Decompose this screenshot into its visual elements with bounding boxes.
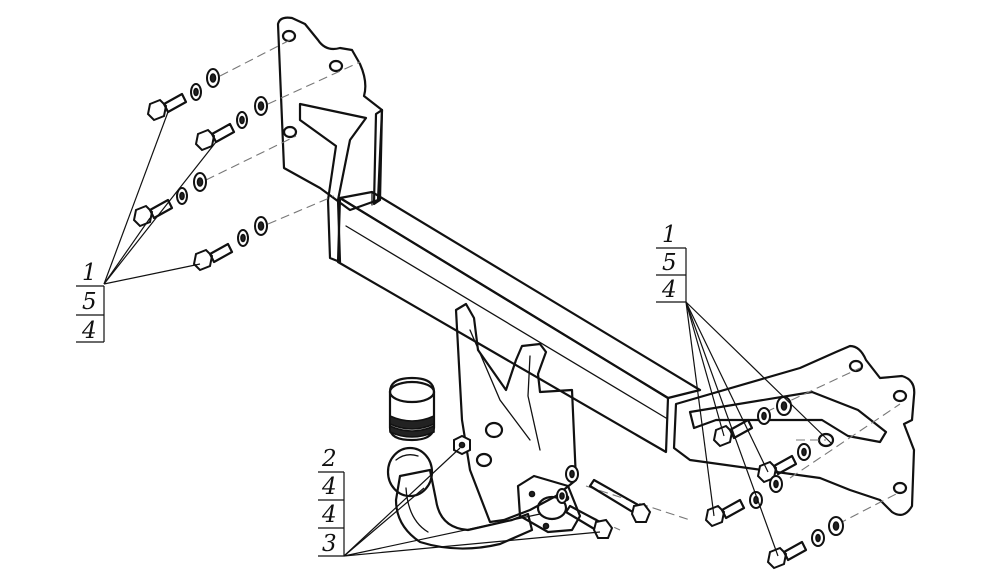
- washer: [797, 443, 811, 461]
- washer: [811, 529, 825, 547]
- ball-mount-bracket: [454, 302, 578, 524]
- assembly-axis-lines: [205, 39, 901, 531]
- washer: [193, 172, 207, 192]
- washer: [237, 229, 249, 247]
- callout-ball-item-2: 4: [321, 474, 337, 500]
- callout-left-item-1: 1: [82, 260, 97, 286]
- bolt: [194, 122, 236, 152]
- bolt: [712, 418, 754, 448]
- callout-left-item-2: 5: [82, 289, 97, 315]
- callout-right-item-3: 4: [661, 277, 677, 303]
- tow-ball: [386, 446, 434, 498]
- bolt: [564, 504, 614, 539]
- bolt: [704, 498, 746, 528]
- bolt: [146, 92, 188, 122]
- left-mounting-bracket: [276, 16, 384, 264]
- callout-ball-item-4: 3: [322, 531, 337, 557]
- callout-right: 1 5 4: [656, 222, 833, 557]
- callout-left-item-3: 4: [81, 318, 97, 344]
- washer: [236, 111, 248, 129]
- bolt: [766, 540, 808, 570]
- callout-ball-item-3: 4: [321, 502, 337, 528]
- callout-right-item-2: 5: [662, 250, 677, 276]
- cross-beam: [336, 190, 702, 454]
- callout-ball: 2 4 4 3: [318, 446, 601, 557]
- washer: [757, 407, 771, 425]
- washer: [556, 488, 568, 504]
- washer: [190, 83, 202, 101]
- callout-right-item-1: 1: [662, 222, 677, 248]
- right-mounting-bracket: [672, 344, 916, 517]
- bolt: [192, 242, 234, 272]
- tow-ball-neck: [394, 468, 534, 550]
- callout-left: 1 5 4: [76, 111, 217, 344]
- washer: [828, 516, 844, 536]
- washer: [776, 396, 792, 416]
- flange-plate: [516, 474, 582, 534]
- callout-ball-item-1: 2: [321, 446, 337, 472]
- washer: [254, 96, 268, 116]
- washer: [769, 475, 783, 493]
- bolt: [588, 478, 652, 523]
- ball-cap: [388, 376, 436, 442]
- washer: [176, 187, 188, 205]
- washer: [565, 465, 579, 483]
- washer: [206, 68, 220, 88]
- washer: [254, 216, 268, 236]
